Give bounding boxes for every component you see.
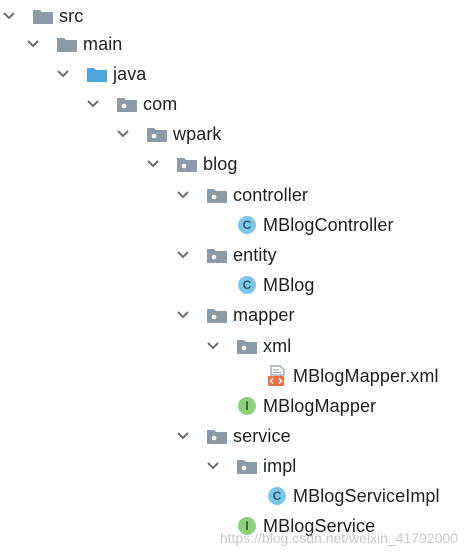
folder-icon	[56, 33, 78, 55]
tree-row-service[interactable]: service	[176, 422, 291, 450]
tree-label: mapper	[233, 305, 295, 325]
package-icon	[146, 123, 168, 145]
tree-row-controller[interactable]: controller	[176, 181, 308, 209]
class-icon: C	[236, 274, 258, 296]
tree-label: MBlogMapper.xml	[293, 366, 439, 386]
interface-icon: I	[236, 395, 258, 417]
tree-label: java	[113, 64, 147, 84]
chevron-down-icon[interactable]	[2, 9, 16, 23]
tree-label: service	[233, 426, 291, 446]
tree-row-mblogmapper-xml[interactable]: MBlogMapper.xml	[266, 362, 439, 390]
tree-row-main[interactable]: main	[26, 30, 122, 58]
interface-badge: I	[238, 517, 256, 535]
class-icon: C	[266, 485, 288, 507]
tree-row-mblogmapper[interactable]: I MBlogMapper	[236, 392, 376, 420]
chevron-down-icon[interactable]	[206, 459, 220, 473]
tree-label: MBlogMapper	[263, 396, 377, 416]
tree-row-mapper[interactable]: mapper	[176, 301, 295, 329]
tree-label: main	[83, 34, 123, 54]
xml-file-icon	[266, 365, 288, 387]
tree-label: blog	[203, 154, 238, 174]
tree-row-mblogserviceimpl[interactable]: C MBlogServiceImpl	[266, 482, 440, 510]
chevron-down-icon[interactable]	[176, 188, 190, 202]
tree-label: com	[143, 94, 178, 114]
package-icon	[176, 153, 198, 175]
tree-label: entity	[233, 245, 277, 265]
tree-row-com[interactable]: com	[86, 90, 177, 118]
tree-label: xml	[263, 336, 292, 356]
chevron-down-icon[interactable]	[206, 339, 220, 353]
tree-row-xml[interactable]: xml	[206, 332, 291, 360]
tree-label: MBlogController	[263, 215, 394, 235]
tree-label: impl	[263, 456, 297, 476]
chevron-down-icon[interactable]	[56, 67, 70, 81]
tree-label: MBlogService	[263, 516, 376, 536]
chevron-down-icon[interactable]	[176, 248, 190, 262]
folder-icon	[32, 5, 54, 27]
tree-label: wpark	[173, 124, 222, 144]
tree-row-wpark[interactable]: wpark	[116, 120, 222, 148]
tree-row-java[interactable]: java	[56, 60, 146, 88]
chevron-down-icon[interactable]	[146, 157, 160, 171]
tree-row-entity[interactable]: entity	[176, 241, 277, 269]
package-icon	[206, 244, 228, 266]
tree-row-mblog[interactable]: C MBlog	[236, 271, 315, 299]
tree-row-impl[interactable]: impl	[206, 452, 296, 480]
package-icon	[236, 335, 258, 357]
interface-icon: I	[236, 515, 258, 537]
tree-label: MBlogServiceImpl	[293, 486, 440, 506]
class-badge: C	[238, 276, 256, 294]
package-icon	[236, 455, 258, 477]
tree-label: controller	[233, 185, 309, 205]
package-icon	[206, 184, 228, 206]
tree-label: MBlog	[263, 275, 315, 295]
package-icon	[116, 93, 138, 115]
tree-label: src	[59, 6, 84, 26]
chevron-down-icon[interactable]	[176, 429, 190, 443]
chevron-down-icon[interactable]	[176, 308, 190, 322]
class-badge: C	[268, 487, 286, 505]
tree-row-mblogservice[interactable]: I MBlogService	[236, 512, 375, 540]
package-icon	[206, 425, 228, 447]
tree-row-src[interactable]: src	[2, 2, 83, 30]
chevron-down-icon[interactable]	[86, 97, 100, 111]
tree-row-blog[interactable]: blog	[146, 150, 237, 178]
class-badge: C	[238, 216, 256, 234]
watermark: https://blog.csdn.net/weixin_41792000	[219, 530, 458, 546]
source-folder-icon	[86, 63, 108, 85]
chevron-down-icon[interactable]	[26, 37, 40, 51]
chevron-down-icon[interactable]	[116, 127, 130, 141]
tree-row-mblogcontroller[interactable]: C MBlogController	[236, 211, 394, 239]
package-icon	[206, 304, 228, 326]
interface-badge: I	[238, 397, 256, 415]
class-icon: C	[236, 214, 258, 236]
